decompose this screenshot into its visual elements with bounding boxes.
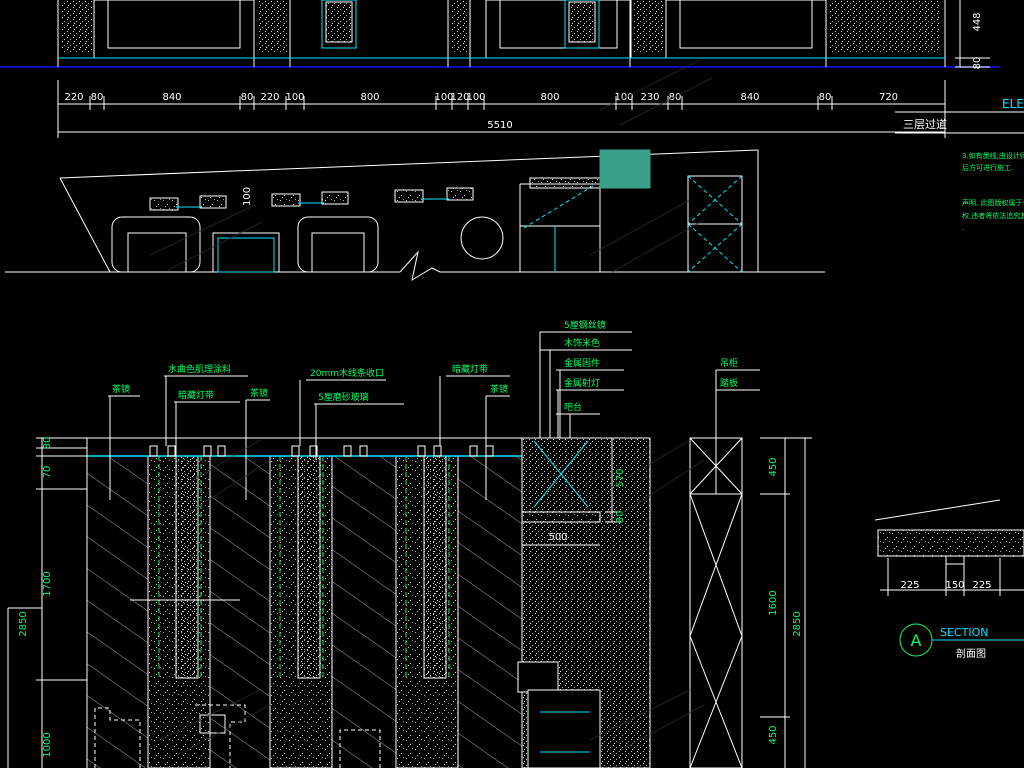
elevation-title: ELE: [1002, 97, 1024, 111]
section-small-dim: 500: [548, 532, 567, 543]
plan-dim-100: 100: [242, 187, 253, 206]
section-right-dim-labels: 450 1600 450 2850 570 80 500: [548, 457, 803, 744]
callout-label: 金属固件: [564, 357, 600, 369]
ceiling-stub: [149, 445, 158, 457]
callout-label: 茶镜: [490, 383, 508, 395]
elevation-dim-label: 800: [360, 92, 379, 103]
elevation-dim-label: 840: [162, 92, 181, 103]
note-line-1: 3.如有墨线,由设计师和: [962, 151, 1024, 160]
callout-label: 踏板: [720, 377, 738, 389]
callout-label: 茶镜: [250, 387, 268, 399]
ceiling-stub: [433, 445, 442, 457]
callout-label: 金属射灯: [564, 377, 600, 389]
note-line-3: 声明, 此图版权属于公司: [962, 198, 1024, 207]
detail-dim: 225: [972, 580, 991, 591]
elevation-dim-label: 840: [740, 92, 759, 103]
notes-block: 3.如有墨线,由设计师和 后方可进行施工. 声明, 此图版权属于公司 权,违者将…: [962, 151, 1024, 234]
section-label: SECTION: [940, 626, 988, 639]
ceiling-stub: [167, 445, 176, 457]
section-marker: A SECTION 剖面图: [899, 623, 1024, 660]
ceiling-stub: [485, 445, 494, 457]
elevation-dim-label: 120: [450, 92, 469, 103]
elevation-subtitle: 三层过道: [903, 117, 947, 131]
elevation-dim-label: 80: [819, 92, 832, 103]
section-overall-left: 2850: [18, 611, 29, 636]
watermark-pattern: [149, 59, 713, 756]
ceiling-stub: [417, 445, 426, 457]
section-left-dim: 1700: [42, 571, 53, 596]
elevation-dim-label: 100: [466, 92, 485, 103]
elevation-right-dim: 448: [972, 12, 983, 31]
ceiling-stub: [343, 445, 352, 457]
elevation-dim-label: 80: [91, 92, 104, 103]
elevation-dim-label: 220: [260, 92, 279, 103]
section-right-dim: 1600: [768, 590, 779, 615]
elevation-dim-label: 220: [64, 92, 83, 103]
callout-label: 5厘磨砂玻璃: [318, 391, 369, 403]
elevation-right-dim: 80: [972, 57, 983, 70]
section-view: [7, 437, 743, 768]
section-callouts: 5厘钢丝镜木饰米色金属固件金属射灯吧台水曲色肌理涂料暗藏灯带20mm木线条收口5…: [108, 319, 760, 500]
section-sublabel: 剖面图: [956, 647, 986, 660]
ceiling-stub: [217, 445, 226, 457]
section-left-dim: 80: [42, 437, 53, 450]
ceiling-stub: [469, 445, 478, 457]
elevation-dim-label: 230: [640, 92, 659, 103]
detail-dimensions: 225 150 225: [900, 580, 991, 591]
ceiling-stub: [359, 445, 368, 457]
note-line-4: 权,违者将依法追究其刑事责任.: [962, 211, 1024, 220]
callout-label: 吊柜: [720, 357, 738, 369]
elevation-dim-label: 80: [241, 92, 254, 103]
section-small-dim: 80: [615, 511, 626, 524]
section-left-dim: 70: [42, 466, 53, 479]
detail-dim: 150: [945, 580, 964, 591]
section-left-dim: 1000: [42, 732, 53, 757]
section-right-dim: 450: [768, 725, 779, 744]
callout-label: 木饰米色: [564, 337, 600, 349]
ceiling-stub: [291, 445, 300, 457]
section-letter: A: [911, 631, 922, 650]
section-left-dim-labels: 80 70 1700 1000 2850: [18, 437, 53, 758]
callout-label: 茶镜: [112, 383, 130, 395]
section-ceiling-stubs: [149, 445, 494, 457]
elevation-title-block: ELE 三层过道: [895, 97, 1024, 134]
elevation-panels: [0, 0, 1000, 68]
callout-label: 5厘钢丝镜: [564, 319, 606, 331]
detail-dim: 225: [900, 580, 919, 591]
elevation-total-dim: 5510: [487, 120, 512, 131]
section-right-dim: 450: [768, 457, 779, 476]
section-overall-right: 2850: [792, 611, 803, 636]
callout-label: 吧台: [564, 401, 582, 413]
elevation-dim-label: 720: [879, 92, 898, 103]
callout-label: 20mm木线条收口: [310, 367, 384, 379]
ceiling-stub: [203, 445, 212, 457]
section-small-dim: 570: [615, 468, 626, 487]
elevation-dim-label: 800: [540, 92, 559, 103]
note-line-2: 后方可进行施工.: [962, 163, 1013, 172]
elevation-right-dims: 448 80: [972, 12, 983, 69]
ceiling-stub: [309, 445, 318, 457]
svg-text:·: ·: [962, 226, 964, 234]
section-left-dims: [8, 437, 87, 768]
callout-label: 水曲色肌理涂料: [168, 363, 231, 375]
detail-view: [874, 499, 1024, 596]
section-right-dims: [522, 437, 812, 768]
elevation-dim-label: 100: [285, 92, 304, 103]
plan-view: [5, 149, 825, 282]
callout-label: 暗藏灯带: [178, 389, 214, 401]
elevation-dim-label: 100: [434, 92, 453, 103]
callout-label: 暗藏灯带: [452, 363, 488, 375]
